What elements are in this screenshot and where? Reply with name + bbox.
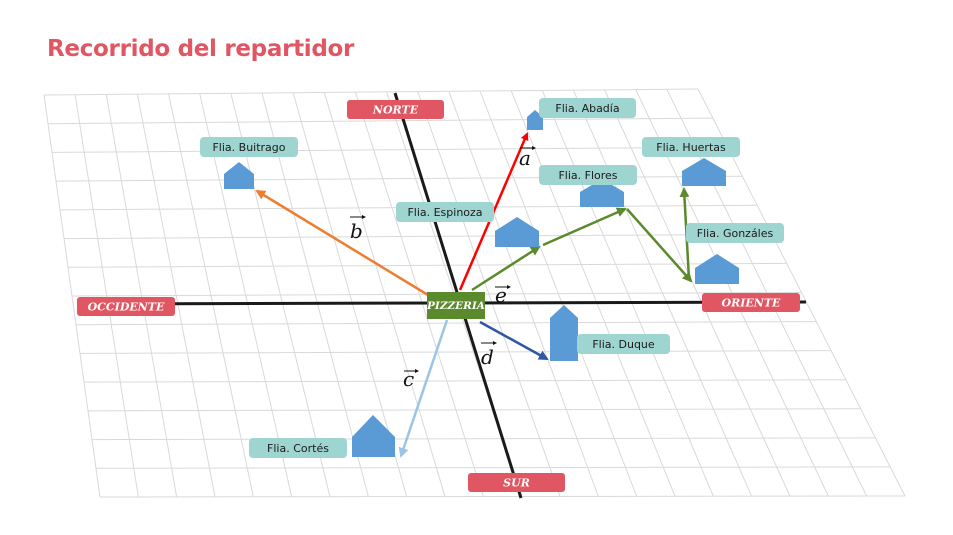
house-cortes-icon bbox=[352, 415, 395, 457]
svg-text:c: c bbox=[403, 367, 414, 391]
family-badge-cortes: Flia. Cortés bbox=[249, 438, 347, 458]
vector-c-label: c bbox=[403, 367, 419, 391]
grid-line-horizontal bbox=[99, 495, 906, 498]
west-badge: OCCIDENTE bbox=[77, 297, 175, 316]
family-badge-abadia: Flia. Abadía bbox=[539, 98, 636, 118]
east-badge: ORIENTE bbox=[702, 293, 800, 312]
north-label: NORTE bbox=[372, 104, 419, 117]
vector-c-arrow bbox=[398, 319, 449, 458]
house-flores-icon bbox=[580, 179, 624, 207]
svg-text:Flia. Cortés: Flia. Cortés bbox=[267, 442, 329, 455]
east-label: ORIENTE bbox=[722, 297, 781, 310]
page-title: Recorrido del repartidor bbox=[47, 36, 355, 62]
vector-e-arrow-2 bbox=[542, 207, 627, 247]
grid-line-horizontal bbox=[51, 146, 728, 153]
house-duque-icon bbox=[550, 305, 578, 361]
svg-text:Flia. Huertas: Flia. Huertas bbox=[656, 141, 726, 154]
vector-b-arrow bbox=[255, 189, 429, 297]
svg-text:b: b bbox=[350, 219, 363, 243]
svg-text:Flia. Espinoza: Flia. Espinoza bbox=[407, 206, 482, 219]
svg-text:d: d bbox=[481, 345, 494, 369]
family-badge-huertas: Flia. Huertas bbox=[642, 137, 740, 157]
family-badge-buitrago: Flia. Buitrago bbox=[200, 137, 298, 157]
house-buitrago-icon bbox=[224, 162, 254, 189]
house-espinoza-icon bbox=[495, 217, 539, 247]
grid-line-horizontal bbox=[63, 233, 772, 240]
vector-b-label: b bbox=[350, 215, 366, 243]
grid-line-horizontal bbox=[47, 117, 713, 125]
vector-e-label: e bbox=[495, 283, 511, 307]
vector-e-arrow-1 bbox=[471, 245, 541, 292]
house-abadia-icon bbox=[527, 110, 543, 130]
svg-text:Flia. Gonzáles: Flia. Gonzáles bbox=[697, 227, 774, 240]
south-badge: SUR bbox=[468, 473, 565, 492]
pizzeria-label: PIZZERIA bbox=[426, 300, 485, 312]
svg-text:Flia. Duque: Flia. Duque bbox=[592, 338, 655, 351]
family-badge-duque: Flia. Duque bbox=[577, 334, 670, 354]
grid-line-horizontal bbox=[79, 350, 832, 354]
grid-line-horizontal bbox=[67, 262, 787, 268]
family-badge-gonzales: Flia. Gonzáles bbox=[686, 223, 784, 243]
grid-line-horizontal bbox=[87, 408, 861, 412]
svg-text:e: e bbox=[495, 283, 507, 307]
svg-text:Flia. Flores: Flia. Flores bbox=[558, 169, 617, 182]
svg-text:a: a bbox=[519, 146, 531, 170]
vector-d-arrow bbox=[479, 320, 549, 361]
vector-a-label: a bbox=[519, 146, 536, 170]
svg-text:Flia. Abadía: Flia. Abadía bbox=[555, 102, 619, 115]
house-huertas-icon bbox=[682, 158, 726, 186]
grid-line-horizontal bbox=[43, 88, 699, 96]
north-badge: NORTE bbox=[347, 100, 444, 119]
family-badge-espinoza: Flia. Espinoza bbox=[396, 202, 494, 222]
vector-d-label: d bbox=[481, 341, 497, 369]
svg-text:Flia. Buitrago: Flia. Buitrago bbox=[212, 141, 285, 154]
family-badge-flores: Flia. Flores bbox=[539, 165, 637, 185]
grid-line-horizontal bbox=[83, 379, 846, 383]
vector-e-arrow-3 bbox=[626, 208, 693, 283]
house-gonzales-icon bbox=[695, 254, 739, 284]
west-label: OCCIDENTE bbox=[88, 301, 165, 314]
pizzeria-origin: PIZZERIA bbox=[426, 292, 485, 319]
grid-line-horizontal bbox=[91, 437, 876, 441]
south-label: SUR bbox=[503, 477, 530, 490]
grid-line-horizontal bbox=[95, 466, 891, 469]
grid-line-horizontal bbox=[55, 175, 743, 182]
